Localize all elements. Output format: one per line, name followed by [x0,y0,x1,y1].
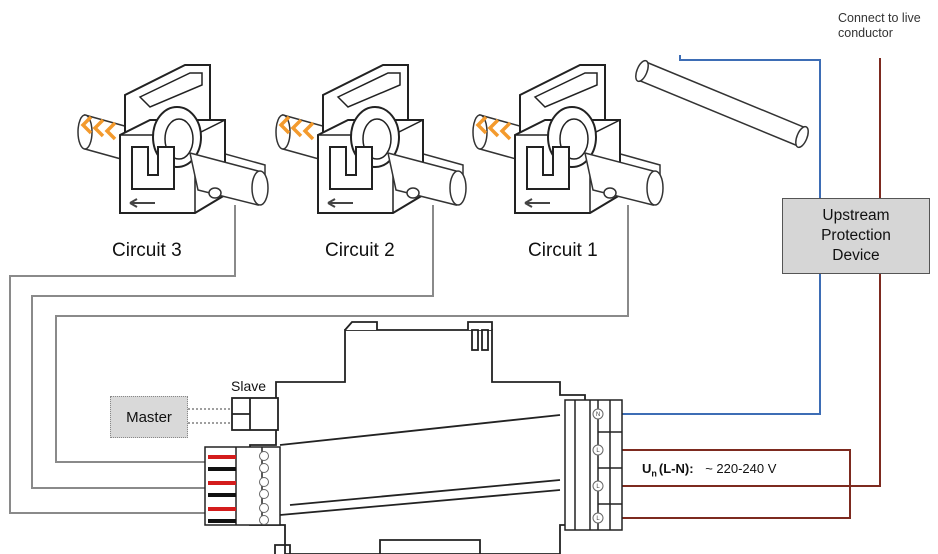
voltage-value: ~ 220-240 V [705,461,777,476]
voltage-rating: Un(L-N): ~ 220-240 V [642,461,776,479]
upstream-protection-device: Upstream Protection Device [782,198,930,274]
ct-wires [9,205,629,514]
master-device: Master [110,396,188,438]
master-label: Master [126,408,172,426]
neutral-wire [622,55,821,415]
ct-sensor-circuit-3 [76,63,270,215]
live-conductor-pipe [635,59,809,149]
connect-to-live-note: Connect to live conductor [838,11,921,40]
circuit-1-label: Circuit 1 [528,240,598,261]
voltage-subscript: n [651,468,657,479]
terminal-mark-l2: L [596,484,600,490]
voltage-symbol: U [642,461,652,476]
master-link [188,408,232,424]
circuit-3-label: Circuit 3 [112,240,182,261]
energy-meter [249,321,586,554]
ct-sensor-circuit-2 [274,63,468,215]
upstream-device-label: Upstream Protection Device [821,207,891,264]
voltage-mode: (L-N) [658,461,690,476]
ct-terminal-block [204,446,281,526]
circuit-2-label: Circuit 2 [325,240,395,261]
voltage-colon: : [689,461,694,476]
terminal-mark-l1: L [596,448,600,454]
terminal-mark-l3: L [596,516,600,522]
voltage-terminal-block [564,399,623,531]
slave-label: Slave [231,378,267,394]
terminal-mark-n: N [596,412,600,418]
slave-port [231,397,279,431]
ct-sensor-circuit-1 [471,63,665,215]
